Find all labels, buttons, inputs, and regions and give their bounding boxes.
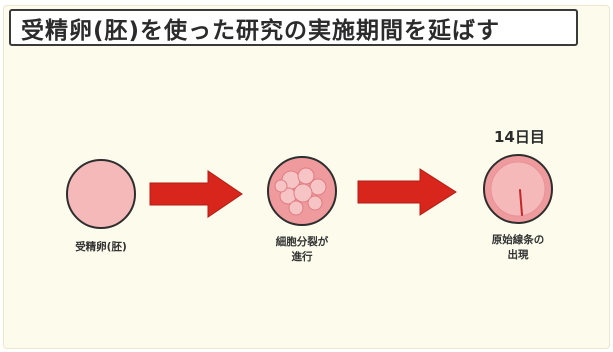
right-arrow-icon [149,170,243,218]
stage-label-fertilized-egg: 受精卵(胚) [75,241,127,253]
stage-label-primitive-streak: 原始線条の 出現 [491,234,545,261]
page-title: 受精卵(胚)を使った研究の実施期間を延ばす [21,17,501,44]
dividing-cell-icon [267,156,337,226]
stage-label-cell-division: 細胞分裂が 進行 [275,236,329,263]
day-14-label: 14日目 [494,128,545,146]
right-arrow-icon [357,168,457,216]
fertilized-egg-icon [66,159,136,229]
primitive-streak-embryo-icon [483,154,553,224]
title-box: 受精卵(胚)を使った研究の実施期間を延ばす [9,9,578,46]
